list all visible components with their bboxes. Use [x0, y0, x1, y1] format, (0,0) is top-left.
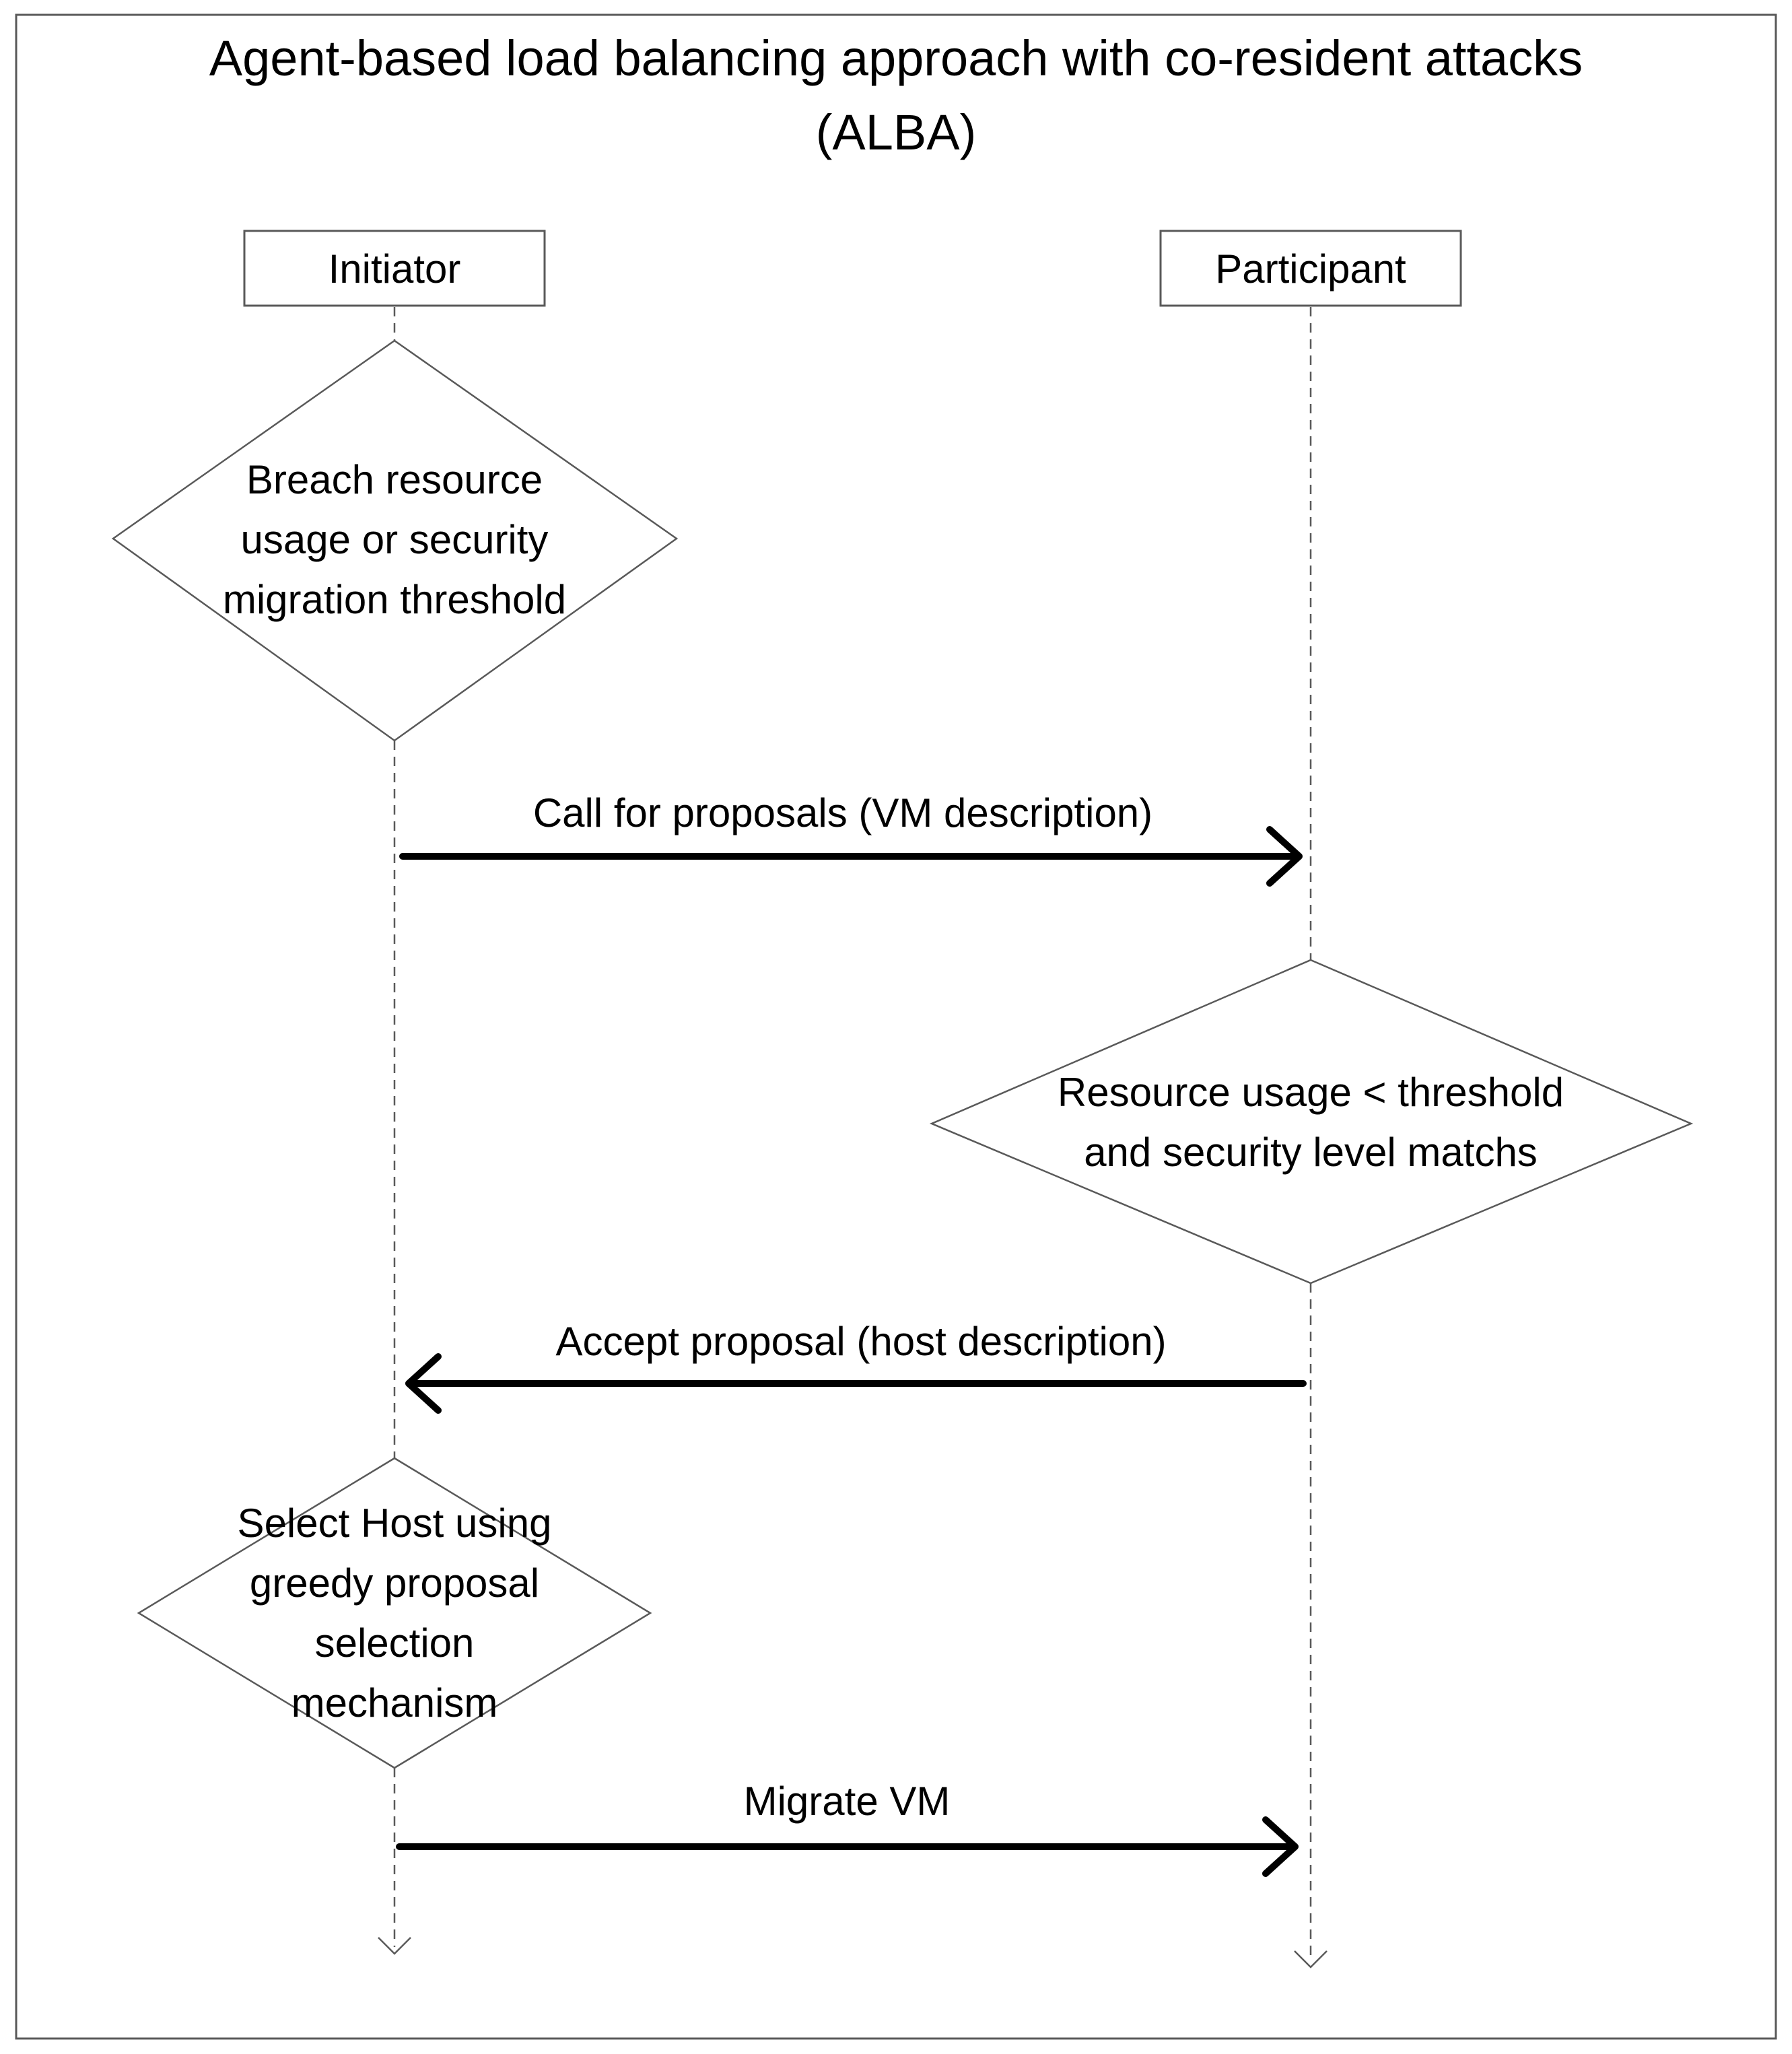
accept-proposal-label: Accept proposal (host description) — [555, 1319, 1166, 1364]
breach-threshold-decision: Breach resource usage or security migrat… — [111, 339, 679, 742]
breach-threshold-line1: Breach resource — [246, 457, 543, 502]
select-host-line1: Select Host using — [238, 1501, 552, 1546]
resource-check-decision: Resource usage < threshold and security … — [929, 959, 1694, 1285]
resource-check-line1: Resource usage < threshold — [1058, 1070, 1564, 1115]
diagram-frame — [15, 13, 1777, 2040]
diagram-title-line2: (ALBA) — [816, 104, 977, 160]
participant-lifeline-end-arrow — [1294, 1950, 1328, 1969]
participant-label: Participant — [1215, 246, 1406, 292]
resource-check-line2: and security level matchs — [1084, 1130, 1538, 1175]
initiator-lifeline-end-arrow — [378, 1937, 411, 1955]
call-for-proposals-label: Call for proposals (VM description) — [533, 790, 1152, 835]
breach-threshold-line3: migration threshold — [223, 577, 566, 622]
select-host-decision: Select Host using greedy proposal select… — [137, 1457, 652, 1769]
initiator-label: Initiator — [329, 246, 461, 292]
select-host-line3: selection — [315, 1620, 475, 1666]
migrate-vm-message: Migrate VM — [396, 1779, 1299, 1877]
participant-lifeline-header: Participant — [1159, 230, 1462, 307]
migrate-vm-label: Migrate VM — [744, 1779, 951, 1824]
diagram-title-line1: Agent-based load balancing approach with… — [209, 30, 1583, 86]
select-host-line2: greedy proposal — [250, 1561, 539, 1606]
select-host-line4: mechanism — [291, 1680, 498, 1725]
accept-proposal-message: Accept proposal (host description) — [405, 1319, 1307, 1414]
initiator-lifeline-header: Initiator — [243, 230, 546, 307]
call-for-proposals-message: Call for proposals (VM description) — [399, 790, 1303, 887]
breach-threshold-line2: usage or security — [241, 517, 549, 562]
